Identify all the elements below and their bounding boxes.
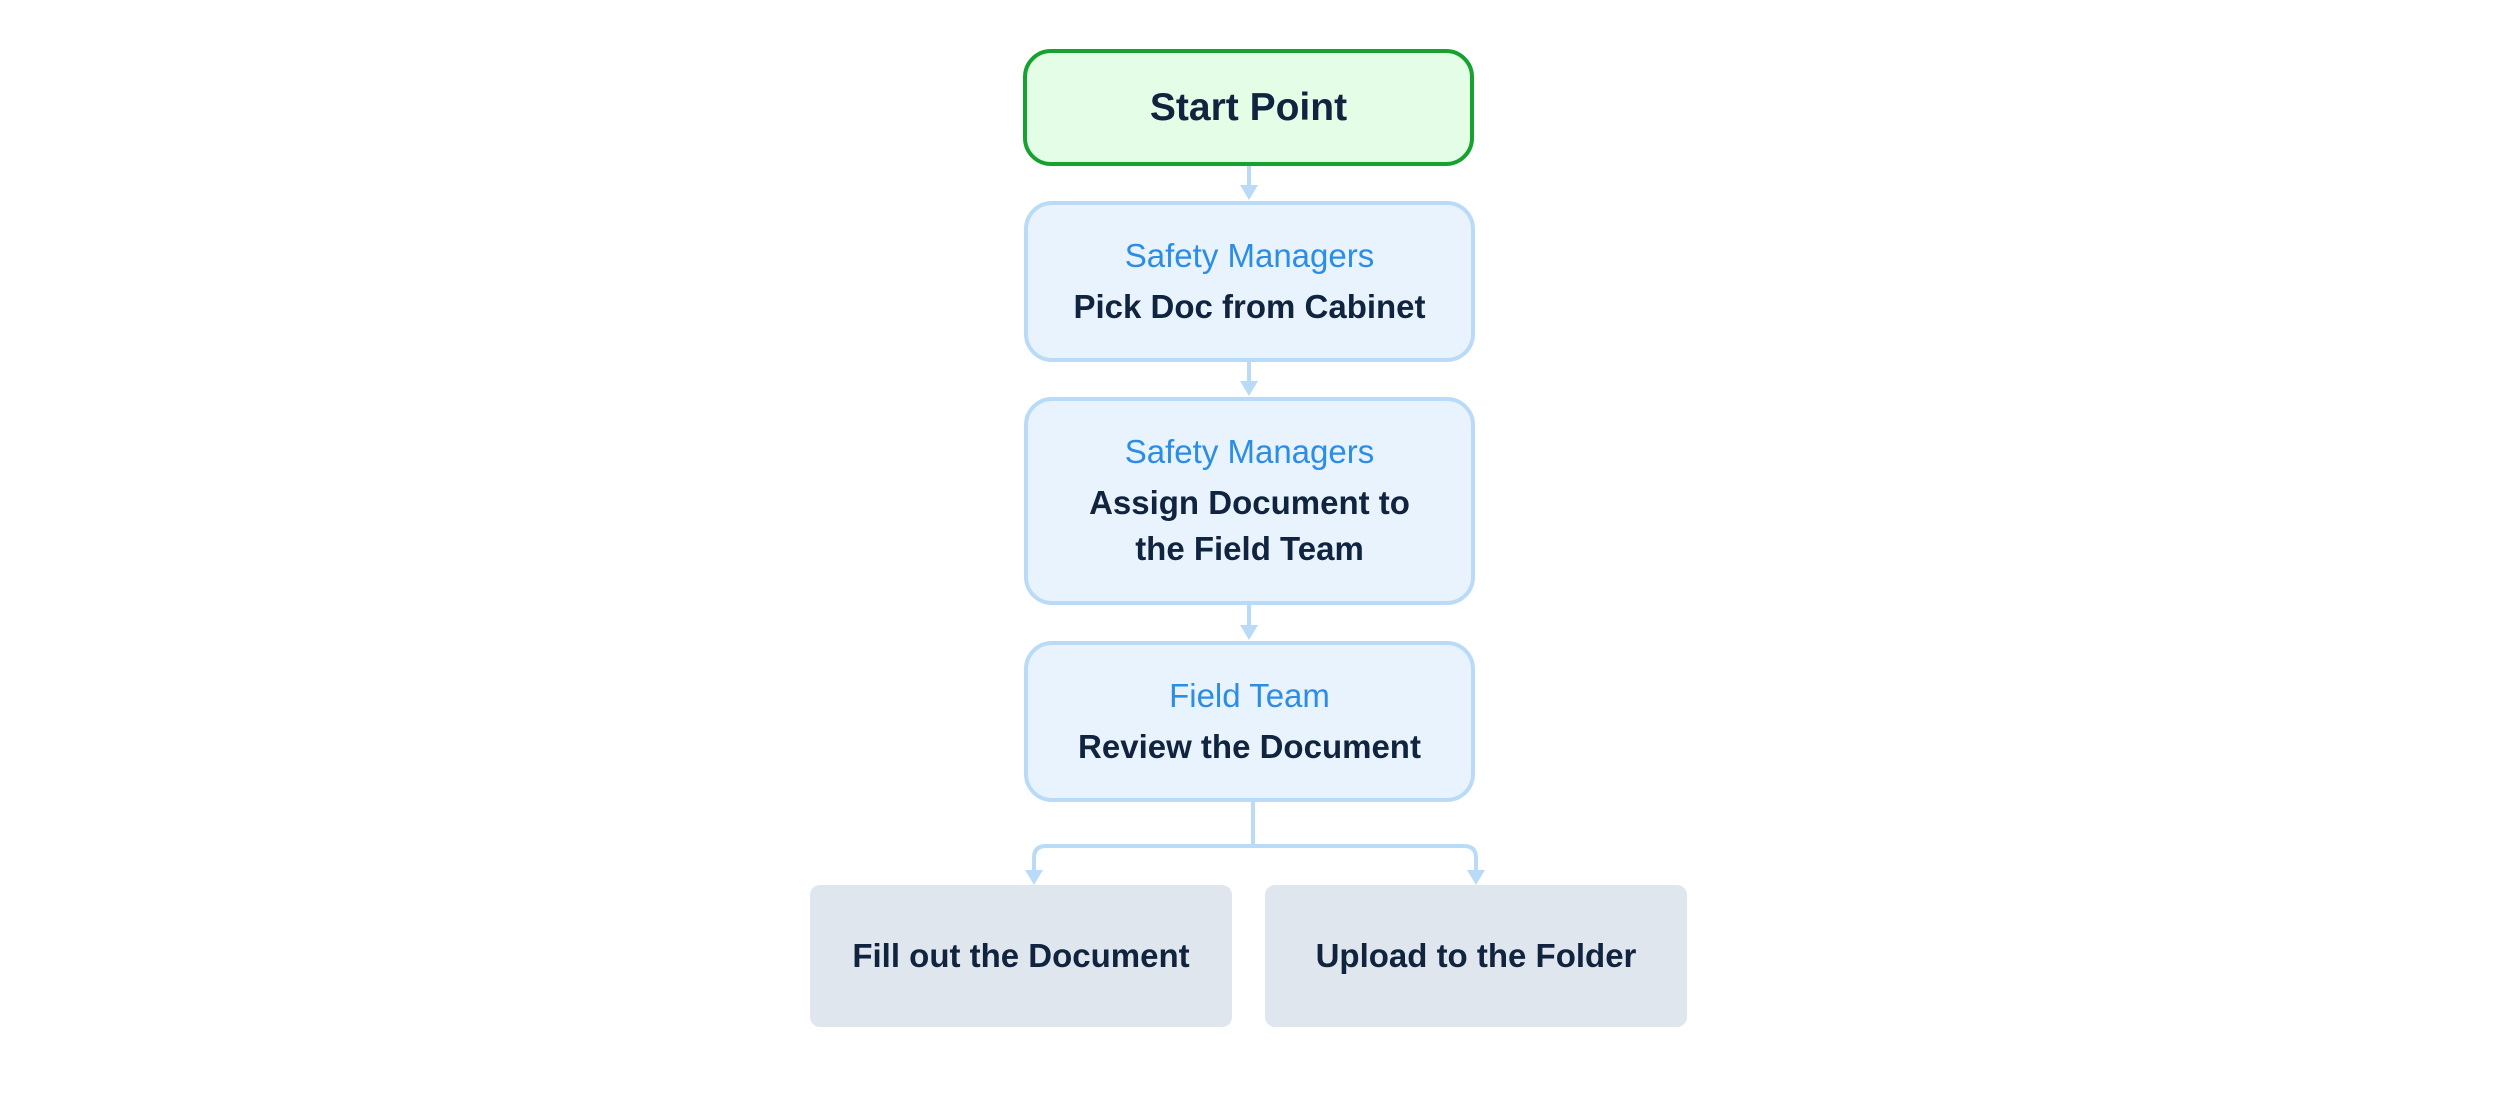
outcome-label: Upload to the Folder bbox=[1315, 937, 1637, 974]
step-role: Field Team bbox=[1169, 676, 1330, 714]
outcome-label: Fill out the Document bbox=[852, 937, 1190, 974]
step-assign-document: Safety Managers Assign Document to the F… bbox=[1024, 397, 1475, 605]
start-node: Start Point bbox=[1023, 49, 1474, 166]
arrowhead-to-upload bbox=[1467, 870, 1485, 885]
step-pick-doc: Safety Managers Pick Doc from Cabinet bbox=[1024, 201, 1475, 362]
step-task: Pick Doc from Cabinet bbox=[1073, 287, 1426, 325]
step-role: Safety Managers bbox=[1124, 236, 1375, 274]
outcome-upload-folder: Upload to the Folder bbox=[1265, 885, 1687, 1027]
outcome-fill-document: Fill out the Document bbox=[810, 885, 1232, 1027]
connector-review-split bbox=[1032, 800, 1478, 875]
step-task: Review the Document bbox=[1078, 727, 1421, 765]
arrowhead-to-assign bbox=[1240, 381, 1258, 396]
step-review-document: Field Team Review the Document bbox=[1024, 641, 1475, 802]
arrowhead-to-fill bbox=[1025, 870, 1043, 885]
step-role: Safety Managers bbox=[1124, 433, 1375, 470]
start-label: Start Point bbox=[1149, 85, 1348, 129]
arrowhead-to-review bbox=[1240, 625, 1258, 640]
arrowhead-to-pick bbox=[1240, 185, 1258, 200]
step-task: Assign Document to the Field Team bbox=[1089, 484, 1410, 567]
